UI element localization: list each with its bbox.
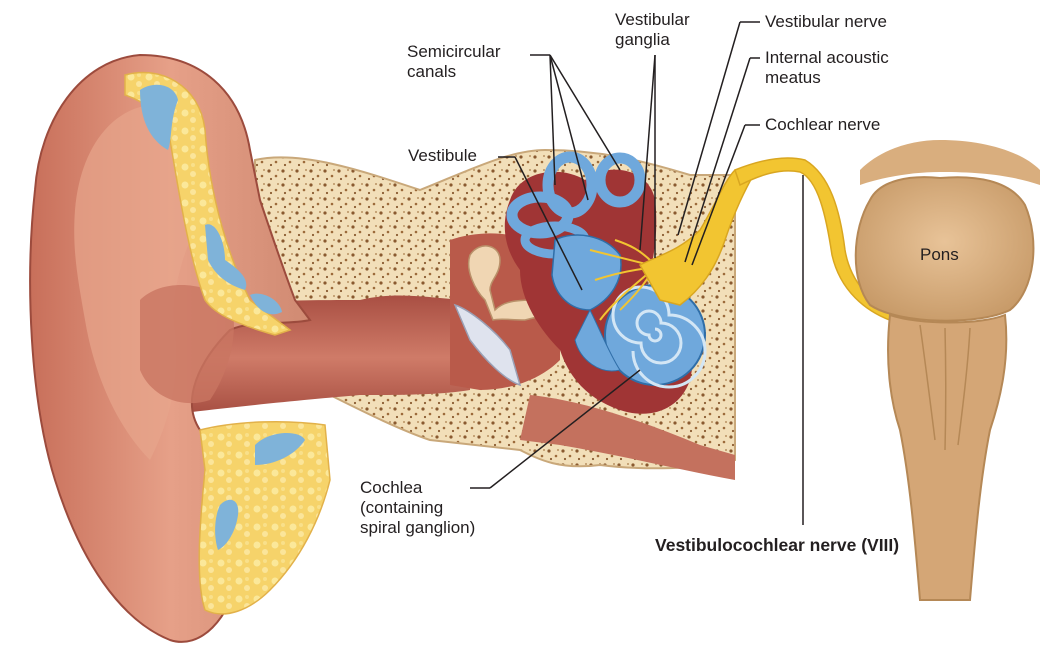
label-pons: Pons	[920, 245, 959, 265]
medulla	[888, 315, 1006, 600]
label-cochlear-nerve: Cochlear nerve	[765, 115, 880, 135]
label-vestibulocochlear-nerve: Vestibulocochlear nerve (VIII)	[655, 535, 899, 555]
label-vestibular-ganglia: Vestibular ganglia	[615, 10, 690, 50]
label-vestibular-nerve: Vestibular nerve	[765, 12, 887, 32]
label-internal-acoustic-meatus: Internal acoustic meatus	[765, 48, 889, 88]
label-semicircular-canals: Semicircular canals	[407, 42, 501, 82]
label-vestibule: Vestibule	[408, 146, 477, 166]
label-cochlea: Cochlea (containing spiral ganglion)	[360, 478, 475, 538]
